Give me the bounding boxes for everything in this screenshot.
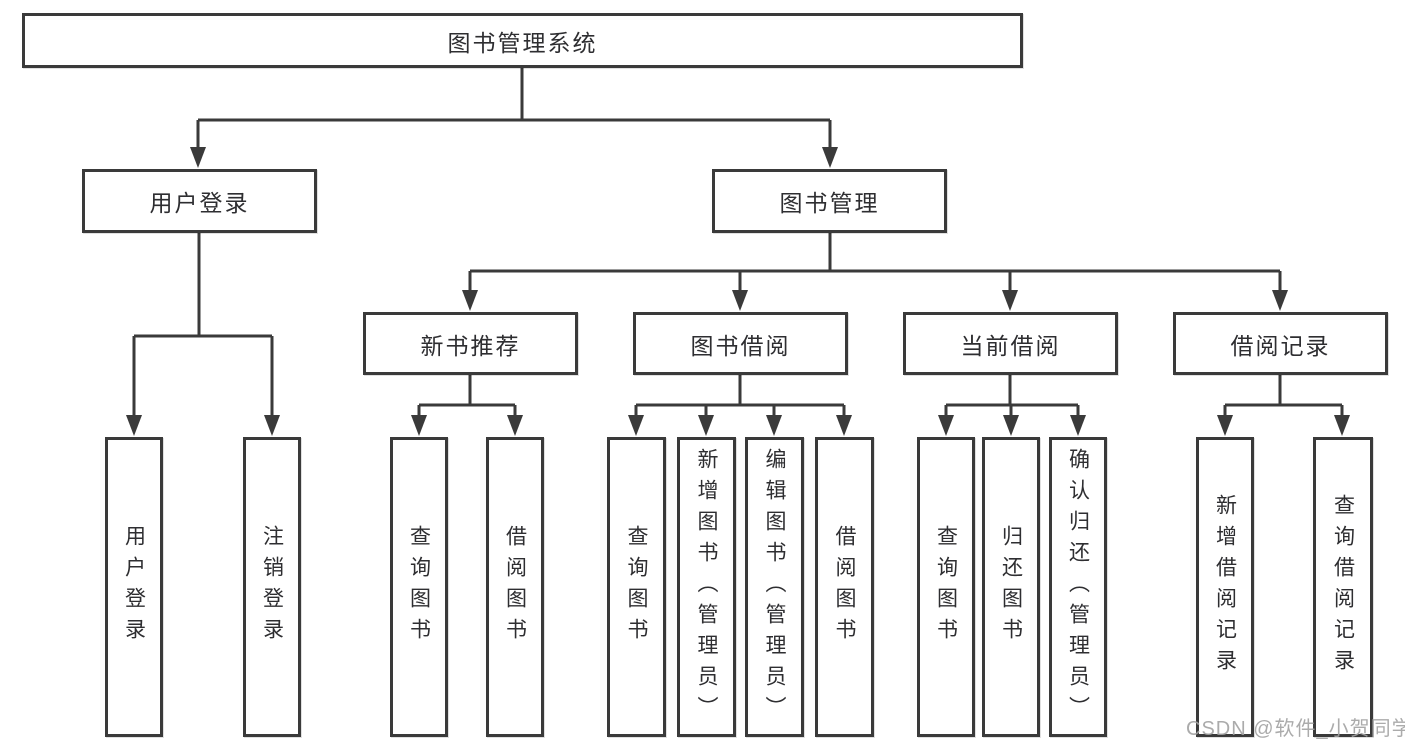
- watermark: CSDN @软件_小贺同学: [1186, 718, 1405, 740]
- leaf-edit-books-admin: 编辑图书（管理员）: [745, 437, 804, 737]
- leaf-borrow-books-borrowing: 借阅图书: [815, 437, 874, 737]
- node-new-book-recommend: 新书推荐: [363, 312, 578, 375]
- node-user-login: 用户登录: [82, 169, 317, 233]
- node-book-borrowing: 图书借阅: [633, 312, 848, 375]
- leaf-confirm-return-admin-label: 确认归还（管理员）: [1066, 447, 1090, 727]
- node-root: 图书管理系统: [22, 13, 1023, 68]
- leaf-borrow-books-recommend: 借阅图书: [486, 437, 544, 737]
- leaf-edit-books-admin-label: 编辑图书（管理员）: [763, 447, 786, 727]
- leaf-query-books-borrowing: 查询图书: [607, 437, 666, 737]
- leaf-add-books-admin-label: 新增图书（管理员）: [695, 447, 718, 727]
- leaf-user-login: 用户登录: [105, 437, 163, 737]
- leaf-query-books-borrowing-label: 查询图书: [625, 525, 648, 649]
- leaf-borrow-books-borrowing-label: 借阅图书: [833, 525, 856, 649]
- leaf-add-borrow-record-label: 新增借阅记录: [1213, 494, 1237, 680]
- leaf-logout: 注销登录: [243, 437, 301, 737]
- node-current-borrowing: 当前借阅: [903, 312, 1118, 375]
- leaf-confirm-return-admin: 确认归还（管理员）: [1049, 437, 1107, 737]
- leaf-return-books: 归还图书: [982, 437, 1040, 737]
- node-borrowing-records: 借阅记录: [1173, 312, 1388, 375]
- node-book-management: 图书管理: [712, 169, 947, 233]
- leaf-return-books-label: 归还图书: [999, 525, 1023, 649]
- leaf-query-borrow-record-label: 查询借阅记录: [1331, 494, 1355, 680]
- leaf-add-books-admin: 新增图书（管理员）: [677, 437, 736, 737]
- leaf-query-books-recommend: 查询图书: [390, 437, 448, 737]
- leaf-logout-label: 注销登录: [260, 525, 284, 649]
- leaf-add-borrow-record: 新增借阅记录: [1196, 437, 1254, 737]
- leaf-query-borrow-record: 查询借阅记录: [1313, 437, 1373, 737]
- leaf-query-books-recommend-label: 查询图书: [407, 525, 431, 649]
- leaf-borrow-books-recommend-label: 借阅图书: [503, 525, 527, 649]
- leaf-user-login-label: 用户登录: [122, 525, 146, 649]
- leaf-query-books-current: 查询图书: [917, 437, 975, 737]
- leaf-query-books-current-label: 查询图书: [934, 525, 958, 649]
